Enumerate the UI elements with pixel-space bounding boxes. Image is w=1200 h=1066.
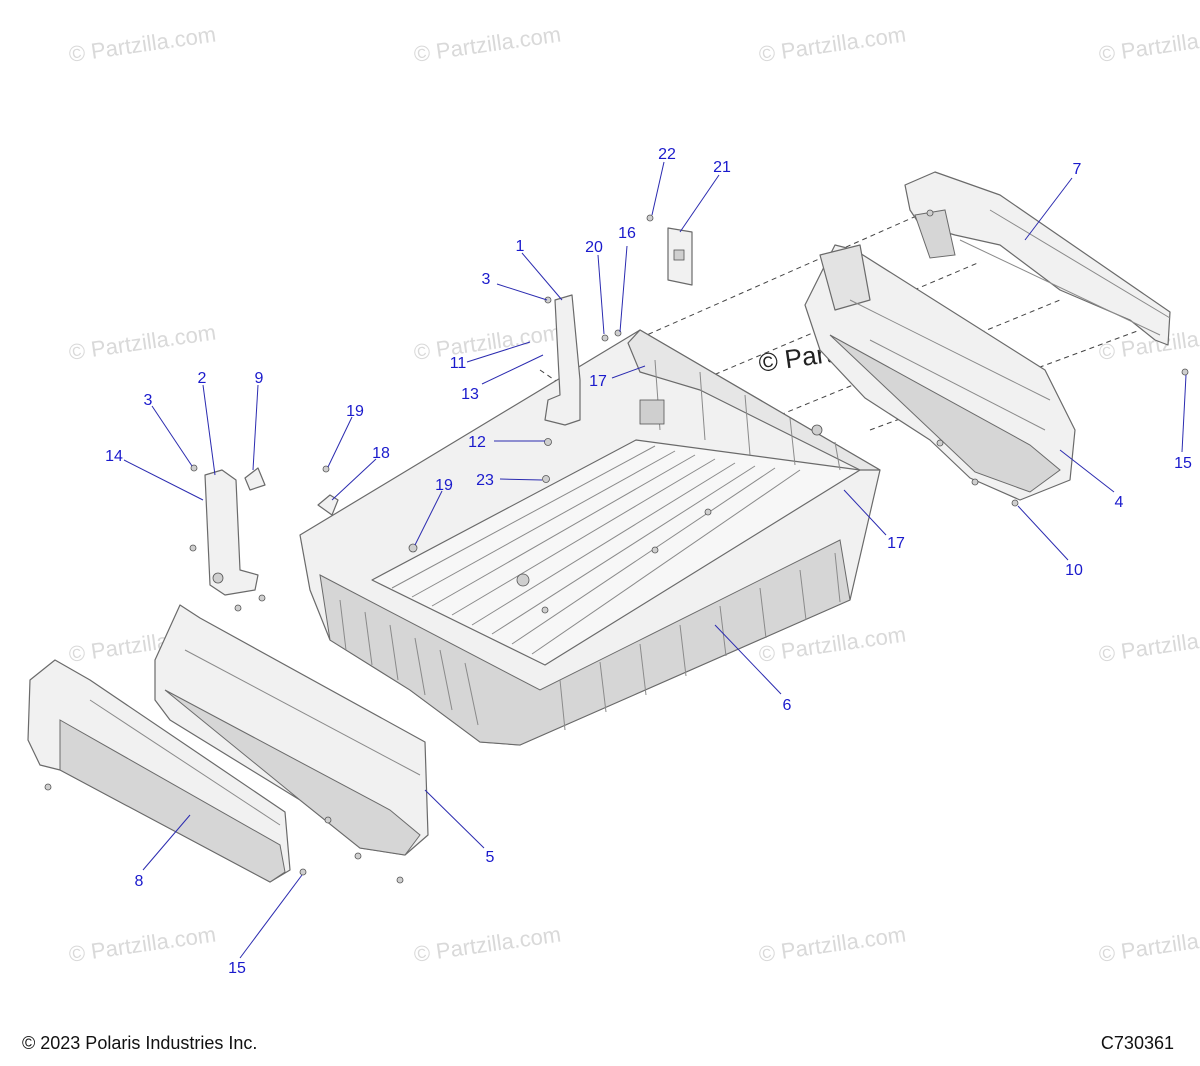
leader-lines — [123, 161, 1187, 959]
callout-23: 23 — [476, 472, 494, 489]
callout-12: 12 — [468, 434, 486, 451]
callout-9: 9 — [255, 370, 264, 387]
callout-4: 4 — [1115, 494, 1124, 511]
callout-19: 19 — [346, 403, 364, 420]
watermark: © Partzilla.com — [67, 922, 217, 967]
callout-6: 6 — [783, 697, 792, 714]
watermark: © Partzilla.com — [67, 22, 217, 67]
callout-19: 19 — [435, 477, 453, 494]
drawing-number: C730361 — [1100, 1033, 1174, 1053]
clip — [317, 494, 339, 516]
callout-11: 11 — [450, 355, 467, 372]
callout-3: 3 — [482, 271, 491, 288]
watermark: © Partzilla.com — [1097, 622, 1200, 667]
callout-21: 21 — [713, 159, 731, 176]
rear-upper-panel — [904, 171, 1171, 346]
callout-14: 14 — [105, 448, 123, 465]
callout-13: 13 — [461, 386, 479, 403]
callout-16: 16 — [618, 225, 636, 242]
callout-7: 7 — [1073, 161, 1082, 178]
watermark: © Partzilla.com — [412, 320, 562, 365]
rear-lower-panel — [804, 244, 1076, 501]
callout-15: 15 — [1174, 455, 1192, 472]
watermark: © Partzilla.com — [757, 22, 907, 67]
callout-22: 22 — [658, 146, 676, 163]
callout-8: 8 — [135, 873, 144, 890]
copyright-text: © 2023 Polaris Industries Inc. — [22, 1033, 258, 1053]
callout-2: 2 — [198, 370, 207, 387]
corner-bracket-left — [204, 469, 259, 596]
callout-3: 3 — [144, 392, 153, 409]
callout-labels: 1 2 3 3 4 5 6 7 8 9 10 11 12 13 14 15 15… — [105, 146, 1192, 977]
callout-5: 5 — [486, 849, 495, 866]
callout-17: 17 — [887, 535, 905, 552]
watermark: © Partzilla.com — [412, 922, 562, 967]
front-outer-panel — [27, 659, 291, 883]
latch-plate — [667, 227, 693, 286]
watermark: © Partzilla.com — [1097, 922, 1200, 967]
front-inner-panel — [154, 604, 429, 856]
watermark: © Partzilla.com — [67, 320, 217, 365]
callout-17: 17 — [589, 373, 607, 390]
callout-18: 18 — [372, 445, 390, 462]
watermark: © Partzilla.com — [1097, 22, 1200, 67]
watermark: © Partzilla.com — [757, 922, 907, 967]
callout-15: 15 — [228, 960, 246, 977]
latch — [244, 467, 266, 491]
corner-bracket-right — [544, 294, 581, 426]
fasteners — [44, 209, 1189, 884]
callout-10: 10 — [1065, 562, 1083, 579]
cargo-box — [299, 329, 881, 746]
callout-20: 20 — [585, 239, 603, 256]
callout-1: 1 — [516, 238, 525, 255]
watermark: © Partzilla.com — [412, 22, 562, 67]
